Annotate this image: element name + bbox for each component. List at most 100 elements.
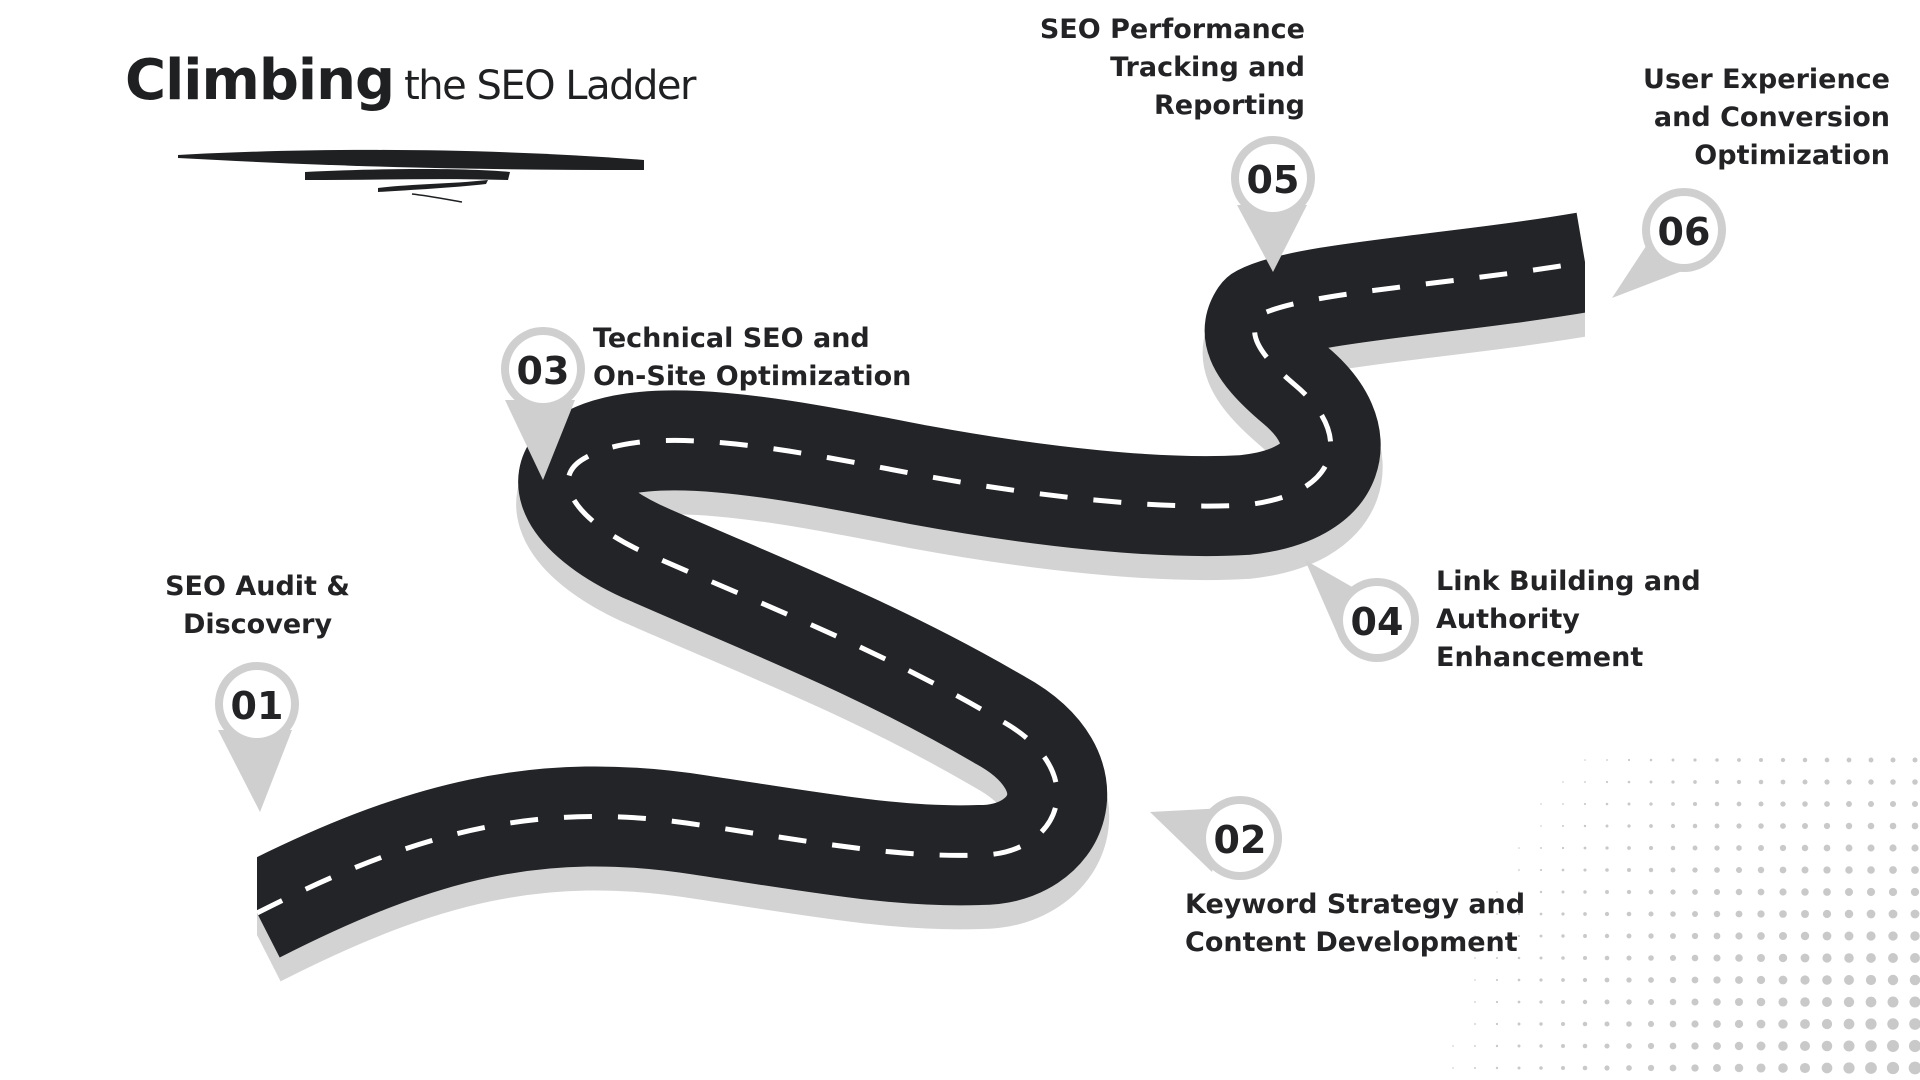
halftone-dot	[1606, 759, 1608, 761]
halftone-dot	[1865, 1040, 1877, 1052]
step-02-label: Keyword Strategy and Content Development	[1185, 886, 1525, 962]
step-04-label: Link Building and Authority Enhancement	[1436, 563, 1701, 677]
halftone-dot	[1822, 953, 1832, 963]
halftone-dot	[1843, 1062, 1855, 1074]
halftone-dot	[1757, 932, 1765, 940]
halftone-dot	[1910, 931, 1920, 941]
halftone-dot	[1778, 953, 1788, 963]
halftone-dot	[1844, 909, 1854, 919]
halftone-dot	[1714, 867, 1720, 873]
halftone-dot	[1778, 1019, 1788, 1029]
halftone-dot	[1736, 779, 1742, 785]
halftone-dot	[1865, 974, 1877, 986]
halftone-dot	[1648, 911, 1654, 917]
halftone-dot	[1605, 802, 1609, 806]
halftone-dot	[1561, 1022, 1565, 1026]
halftone-dot	[1540, 847, 1542, 849]
pin-04: 04	[1305, 560, 1419, 662]
halftone-dot	[1911, 844, 1919, 852]
pin-04-number: 04	[1351, 600, 1404, 644]
halftone-dot	[1539, 1066, 1543, 1070]
halftone-dot	[1583, 934, 1587, 938]
halftone-dot	[1713, 910, 1721, 918]
halftone-dot	[1584, 781, 1586, 783]
halftone-dot	[1888, 931, 1898, 941]
step-04-line-1: Link Building and	[1436, 566, 1701, 597]
halftone-dot	[1823, 822, 1831, 830]
step-05-line-2: Tracking and	[1110, 52, 1305, 83]
halftone-dot	[1715, 780, 1719, 784]
halftone-dot	[1626, 1021, 1632, 1027]
step-02-line-1: Keyword Strategy and	[1185, 889, 1526, 920]
halftone-dot	[1778, 931, 1788, 941]
halftone-dot	[1626, 933, 1632, 939]
halftone-dot	[1604, 1065, 1610, 1071]
halftone-dot	[1539, 868, 1543, 872]
halftone-dot	[1691, 998, 1699, 1006]
halftone-dot	[1605, 780, 1609, 784]
halftone-dot	[1756, 1041, 1766, 1051]
halftone-dot	[1583, 824, 1587, 828]
halftone-dot	[1910, 953, 1920, 963]
halftone-dot	[1582, 1021, 1588, 1027]
halftone-dot	[1692, 889, 1698, 895]
halftone-dot	[1474, 1045, 1476, 1047]
step-03-line-2: On-Site Optimization	[593, 361, 912, 392]
halftone-dot	[1691, 976, 1699, 984]
halftone-dot	[1626, 867, 1632, 873]
halftone-dot	[1802, 779, 1808, 785]
halftone-dot	[1539, 1022, 1543, 1026]
halftone-dot	[1669, 1042, 1677, 1050]
halftone-dot	[1693, 780, 1697, 784]
halftone-dot	[1715, 758, 1719, 762]
halftone-dot	[1909, 974, 1920, 986]
halftone-dot	[1843, 1018, 1855, 1030]
halftone-dot	[1669, 998, 1677, 1006]
step-03-label: Technical SEO and On-Site Optimization	[593, 320, 911, 396]
halftone-dot	[1627, 758, 1631, 762]
halftone-dot	[1823, 888, 1831, 896]
halftone-dot	[1626, 1065, 1632, 1071]
halftone-dot	[1626, 955, 1632, 961]
halftone-dot	[1604, 999, 1610, 1005]
halftone-dot	[1867, 822, 1875, 830]
halftone-dot	[1560, 1043, 1566, 1049]
halftone-dot	[1757, 910, 1765, 918]
halftone-dot	[1822, 909, 1832, 919]
halftone-dot	[1713, 888, 1721, 896]
halftone-dot	[1539, 1000, 1543, 1004]
halftone-dot	[1583, 868, 1587, 872]
step-05-line-3: Reporting	[1153, 90, 1305, 121]
halftone-dot	[1670, 823, 1676, 829]
halftone-dot	[1691, 1064, 1699, 1072]
winding-road	[0, 200, 1705, 1000]
pin-03: 03	[501, 327, 585, 480]
halftone-dot	[1734, 1019, 1744, 1029]
halftone-dot	[1801, 888, 1809, 896]
halftone-dot	[1648, 933, 1654, 939]
halftone-dot	[1582, 955, 1588, 961]
halftone-dot	[1561, 846, 1565, 850]
halftone-dot	[1888, 887, 1898, 897]
halftone-dot	[1692, 801, 1698, 807]
halftone-dot	[1474, 1067, 1476, 1069]
halftone-dot	[1692, 845, 1698, 851]
halftone-dot	[1627, 846, 1631, 850]
step-02-line-2: Content Development	[1185, 927, 1518, 958]
step-05-label: SEO Performance Tracking and Reporting	[1040, 11, 1305, 125]
halftone-dot	[1626, 889, 1632, 895]
halftone-dot	[1582, 1065, 1588, 1071]
halftone-dot	[1671, 802, 1675, 806]
halftone-dot	[1495, 1022, 1499, 1026]
halftone-dot	[1693, 758, 1697, 762]
step-01-line-2: Discovery	[182, 609, 333, 640]
halftone-dot	[1495, 1044, 1499, 1048]
halftone-dot	[1627, 780, 1631, 784]
halftone-dot	[1495, 978, 1499, 982]
halftone-dot	[1821, 1040, 1833, 1052]
halftone-dot	[1886, 1061, 1900, 1075]
pin-01-number: 01	[231, 684, 284, 728]
halftone-dot	[1561, 934, 1565, 938]
halftone-dot	[1604, 1043, 1610, 1049]
